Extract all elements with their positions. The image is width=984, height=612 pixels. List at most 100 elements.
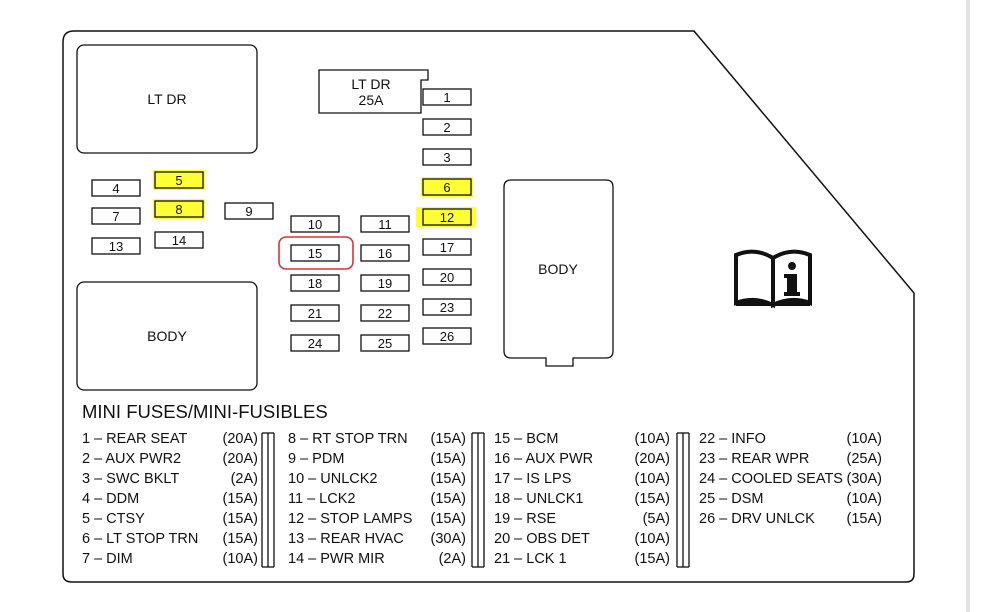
legend-fuse-amperage: (20A) [634,451,670,467]
fuse-outline [422,298,472,316]
legend-row: 11 – LCK2 (15A) [288,489,466,509]
fuse-highlight [421,177,473,197]
legend-fuse-amperage: (15A) [222,531,258,547]
legend-column-2: 8 – RT STOP TRN (15A) 9 – PDM(15A) 10 – UNL… [288,429,466,569]
fuse-number: 20 [440,270,454,285]
legend-row: 12 – STOP LAMPS (15A) [288,509,466,529]
fuse-outline [360,334,410,352]
fuse-outline [422,178,472,196]
legend-row: 9 – PDM(15A) [288,449,466,469]
legend-separators [261,432,690,568]
legend-fuse-name: 1 – REAR SEAT [82,431,188,447]
fuse-number: 24 [308,336,322,351]
legend-row: 17 – IS LPS(10A) [494,469,670,489]
fuse-19: 19 [360,274,410,292]
fuse-13: 13 [91,237,141,255]
fuse-outline [91,237,141,255]
legend-fuse-amperage: (15A) [430,471,466,487]
legend-fuse-name: 25 – DSM [699,491,764,507]
legend-fuse-amperage: (5A) [642,511,670,527]
legend-fuse-amperage: (30A) [846,471,882,487]
legend-fuse-name: 10 – UNLCK2 [288,471,378,487]
legend-fuse-name: 5 – CTSY [82,511,145,527]
legend-row: 19 – RSE(5A) [494,509,670,529]
legend-row: 21 – LCK 1(15A) [494,549,670,569]
fuse-number: 21 [308,306,322,321]
fuse-outline [290,304,340,322]
legend-fuse-name: 20 – OBS DET [494,531,590,547]
fuse-outline [422,88,472,106]
fuse-number: 8 [175,202,182,217]
fuse-number: 9 [245,204,252,219]
legend-fuse-name: 14 – PWR MIR [288,551,385,567]
legend-row: 13 – REAR HVAC(30A) [288,529,466,549]
legend-row: 5 – CTSY (15A) [82,509,258,529]
lt-dr-25a-breaker [318,69,429,114]
fuse-1: 1 [422,88,472,106]
legend-fuse-amperage: (15A) [222,511,258,527]
legend-title: MINI FUSES/MINI-FUSIBLES [82,401,328,422]
fuse-6: 6 [421,177,473,197]
body-relay-block-left [76,281,258,391]
fuse-outline [91,207,141,225]
legend-fuse-amperage: (25A) [846,451,882,467]
legend-fuse-amperage: (15A) [634,551,670,567]
fuse-number: 1 [443,90,450,105]
body-relay-label-left: BODY [147,328,187,344]
legend-row: 22 – INFO (10A) [699,429,882,449]
fuse-outline [290,334,340,352]
fuse-circle-mark [278,236,354,270]
body-relay-block-right [503,179,614,367]
legend-fuse-name: 13 – REAR HVAC [288,531,404,547]
legend-fuse-name: 2 – AUX PWR2 [82,451,182,467]
legend-fuse-amperage: (15A) [430,511,466,527]
lt-dr-relay-label: LT DR [147,91,186,107]
legend-fuse-amperage: (15A) [846,511,882,527]
legend-row: 3 – SWC BKLT(2A) [82,469,258,489]
fuse-outline [422,148,472,166]
legend-row: 14 – PWR MIR(2A) [288,549,466,569]
legend-fuse-name: 8 – RT STOP TRN [288,431,408,447]
legend-row: 15 – BCM(10A) [494,429,670,449]
fuse-8: 8 [153,199,205,219]
legend-fuse-amperage: (15A) [430,491,466,507]
legend-row: 25 – DSM(10A) [699,489,882,509]
fuse-number: 19 [378,276,392,291]
legend-fuse-name: 24 – COOLED SEATS [699,471,843,487]
legend-fuse-name: 26 – DRV UNLCK [699,511,815,527]
legend-row: 2 – AUX PWR2 (20A) [82,449,258,469]
legend-fuse-amperage: (10A) [846,431,882,447]
fuse-11: 11 [360,215,410,233]
fuse-number: 13 [109,239,123,254]
fuse-15: 15 [278,236,354,270]
legend-row: 18 – UNLCK1(15A) [494,489,670,509]
fuse-number: 17 [440,240,454,255]
legend-fuse-amperage: (15A) [634,491,670,507]
fuse-number: 25 [378,336,392,351]
fuse-17: 17 [422,238,472,256]
fuse-number: 14 [172,233,186,248]
legend-fuse-amperage: (15A) [222,491,258,507]
legend-fuse-amperage: (10A) [634,531,670,547]
legend-fuse-name: 22 – INFO [699,431,766,447]
fuse-outline [224,202,274,220]
fuse-number: 18 [308,276,322,291]
legend-row: 1 – REAR SEAT(20A) [82,429,258,449]
fuse-22: 22 [360,304,410,322]
fuse-number: 23 [440,300,454,315]
legend-fuse-amperage: (2A) [230,471,258,487]
fuse-outline [154,171,204,189]
legend-fuse-name: 23 – REAR WPR [699,451,810,467]
legend-fuse-amperage: (20A) [222,451,258,467]
legend-column-1: 1 – REAR SEAT(20A) 2 – AUX PWR2 (20A) 3 – S… [82,429,258,569]
fuse-number: 2 [443,120,450,135]
legend-fuse-amperage: (10A) [634,431,670,447]
fuse-number: 16 [378,246,392,261]
fuse-outline [360,274,410,292]
manual-info-icon [734,249,812,309]
legend-fuse-name: 11 – LCK2 [288,491,356,507]
legend-fuse-name: 12 – STOP LAMPS [288,511,413,527]
fuse-16: 16 [360,244,410,262]
fuse-5: 5 [153,170,205,190]
fuse-outline [422,238,472,256]
